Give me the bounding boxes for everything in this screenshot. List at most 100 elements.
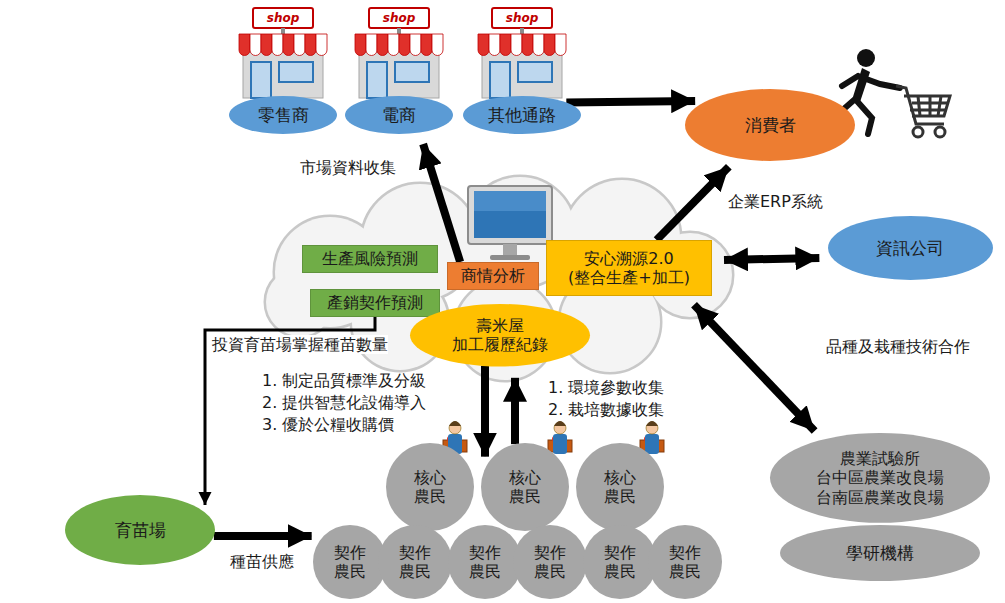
text-group: 零售商 <box>258 105 309 125</box>
text-group: 契作農民 <box>533 543 567 581</box>
connector-arrow <box>566 101 695 103</box>
ellipse-shape <box>65 495 215 565</box>
node-label: 核心農民 <box>413 468 447 506</box>
shop-icon <box>355 8 443 98</box>
connector-arrow <box>657 167 729 240</box>
function-box: 生產風險預測 <box>302 245 438 272</box>
node-label: 電商 <box>382 105 416 125</box>
text-group: 契作農民 <box>333 543 367 581</box>
connector-arrow <box>214 532 312 540</box>
node-label: 核心農民 <box>508 468 542 506</box>
nursery-ellipse: 育苗場 <box>65 495 215 565</box>
partner-ellipse: 資訊公司 <box>828 216 993 280</box>
list-item: 1. 環境參數收集 <box>548 378 664 397</box>
text-group: 壽米屋 加工履歷紀錄 <box>444 316 556 354</box>
text-group: 資訊公司 <box>876 238 944 258</box>
circle-shape <box>481 443 569 531</box>
farmer-figure <box>548 421 572 454</box>
shopping-cart <box>896 86 950 137</box>
function-box: 安心溯源2.0 (整合生產+加工) <box>546 240 712 296</box>
farmer-circle: 契作農民 <box>378 525 452 599</box>
farmer-circle: 核心農民 <box>386 443 474 531</box>
ellipse-shape <box>780 525 980 581</box>
ellipse-shape <box>463 96 581 134</box>
function-box: 產銷契作預測 <box>310 289 440 316</box>
node-label: 生產風險預測 <box>322 249 418 268</box>
node-label: 契作農民 <box>333 543 367 581</box>
farmer-circle: 契作農民 <box>648 525 722 599</box>
list-item: 3. 優於公糧收購價 <box>262 415 394 434</box>
edge-label: 投資育苗場掌握種苗數量 <box>212 335 388 354</box>
node-label: 其他通路 <box>488 105 556 125</box>
channel-ellipse: 零售商 <box>229 96 337 134</box>
circle-shape <box>313 525 387 599</box>
circle-shape <box>386 443 474 531</box>
list-item: 1. 制定品質標準及分級 <box>262 371 426 390</box>
connector-arrow <box>511 378 519 444</box>
function-box: 商情分析 <box>447 262 539 290</box>
node-label: 育苗場 <box>115 520 166 540</box>
connector-arrow <box>724 258 819 260</box>
connector-arrow <box>694 305 815 431</box>
farmer-circle: 契作農民 <box>448 525 522 599</box>
node-label: 契作農民 <box>398 543 432 581</box>
edge-label: 種苗供應 <box>230 552 294 571</box>
circle-shape <box>583 525 657 599</box>
node-label: 產銷契作預測 <box>327 293 423 312</box>
shop-icon <box>478 8 566 98</box>
text-group: 核心農民 <box>603 468 637 506</box>
text-group: 電商 <box>382 105 416 125</box>
edge-label: 品種及栽種技術合作 <box>826 337 970 356</box>
node-label: 資訊公司 <box>876 238 944 258</box>
circle-shape <box>448 525 522 599</box>
channel-ellipse: 其他通路 <box>463 96 581 134</box>
text-group: 契作農民 <box>603 543 637 581</box>
farmer-circle: 契作農民 <box>583 525 657 599</box>
text-group: 核心農民 <box>413 468 447 506</box>
list-item: 2. 提供智慧化設備導入 <box>262 393 426 412</box>
ellipse-shape <box>345 96 453 134</box>
text-group: 商情分析 <box>461 266 525 285</box>
list-item: 2. 栽培數據收集 <box>548 400 664 419</box>
edge-label: 企業ERP系統 <box>728 192 823 211</box>
circle-shape <box>378 525 452 599</box>
shop-sign: shop <box>383 11 416 25</box>
text-group: 消費者 <box>745 115 796 135</box>
node-label: 學研機構 <box>846 543 914 563</box>
text-group: 生產風險預測 <box>322 249 418 268</box>
shop-sign: shop <box>506 11 539 25</box>
connector-arrow <box>423 144 460 262</box>
ellipse-shape <box>770 433 990 523</box>
node-label: 壽米屋 加工履歷紀錄 <box>444 316 556 354</box>
node-label: 契作農民 <box>468 543 502 581</box>
shop-sign: shop <box>267 11 300 25</box>
node-label: 安心溯源2.0 (整合生產+加工) <box>554 249 704 287</box>
connector-arrow <box>481 366 489 457</box>
circle-shape <box>576 443 664 531</box>
text-group: 農業試驗所 台中區農業改良場 台南區農業改良場 <box>812 449 948 507</box>
text-group: 育苗場 <box>115 520 166 540</box>
text-group: 契作農民 <box>668 543 702 581</box>
ellipse-shape <box>828 216 993 280</box>
channel-ellipse: 電商 <box>345 96 453 134</box>
circle-shape <box>513 525 587 599</box>
shop-icon <box>239 8 327 98</box>
text-group: 其他通路 <box>488 105 556 125</box>
farmer-figure <box>640 421 664 454</box>
ellipse-shape <box>229 96 337 134</box>
text-group: 核心農民 <box>508 468 542 506</box>
node-label: 核心農民 <box>603 468 637 506</box>
node-label: 農業試驗所 台中區農業改良場 台南區農業改良場 <box>812 449 948 507</box>
node-label: 契作農民 <box>603 543 637 581</box>
node-label: 商情分析 <box>461 266 525 285</box>
farmer-circle: 契作農民 <box>313 525 387 599</box>
edge-label: 市場資料收集 <box>300 158 396 177</box>
ellipse-shape <box>685 89 855 161</box>
node-label: 契作農民 <box>668 543 702 581</box>
company-ellipse: 壽米屋 加工履歷紀錄 <box>410 304 590 366</box>
farmer-circle: 契作農民 <box>513 525 587 599</box>
farmer-circle: 核心農民 <box>576 443 664 531</box>
